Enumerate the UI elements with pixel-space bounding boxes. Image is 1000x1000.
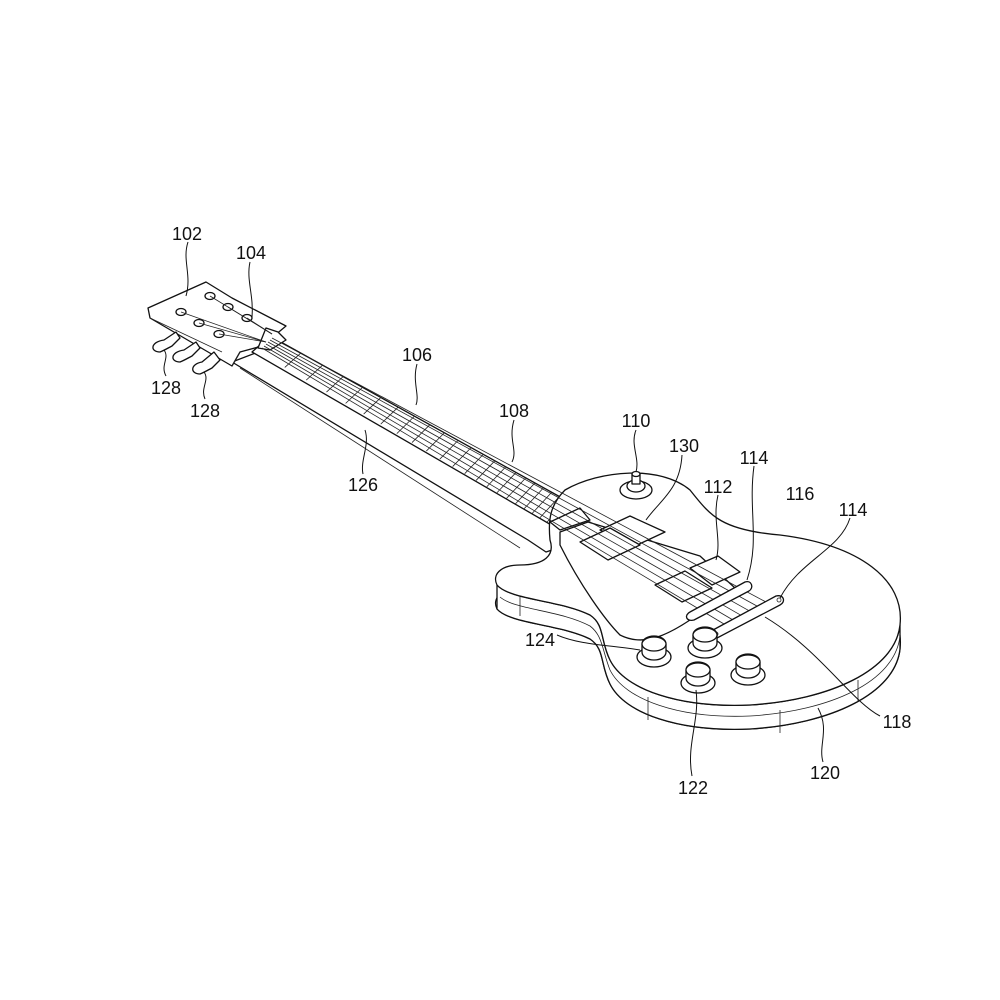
label-118: 118 <box>883 712 912 732</box>
knob <box>687 626 723 659</box>
bridge <box>685 581 753 621</box>
string <box>271 337 767 603</box>
string <box>265 343 741 616</box>
fret <box>515 482 536 505</box>
label-110: 110 <box>622 411 651 431</box>
label-124: 124 <box>525 630 555 650</box>
fret <box>464 453 484 474</box>
label-122: 122 <box>678 778 708 798</box>
fret <box>486 466 507 488</box>
label-126: 126 <box>348 475 378 495</box>
control-knobs <box>636 626 766 694</box>
label-106: 106 <box>402 345 432 365</box>
string-headstock-segment <box>218 333 267 343</box>
leader-lines <box>163 241 881 777</box>
label-112: 112 <box>704 477 733 497</box>
string-headstock-segment <box>246 317 273 335</box>
bridge-pickup <box>654 555 741 603</box>
reference-numerals: 102 104 106 108 110 130 114 112 116 114 … <box>151 224 911 798</box>
fret <box>363 397 382 415</box>
nut <box>257 327 287 351</box>
string-headstock-segment <box>180 311 267 343</box>
string <box>263 345 733 620</box>
knob <box>680 661 716 694</box>
label-102: 102 <box>172 224 202 244</box>
strings <box>180 295 767 625</box>
label-114b: 114 <box>839 500 868 520</box>
knob <box>730 653 766 686</box>
label-130: 130 <box>669 436 699 456</box>
string <box>261 347 725 625</box>
string <box>269 339 758 607</box>
fret <box>380 406 399 425</box>
fret <box>506 477 527 499</box>
fret <box>523 487 544 510</box>
label-116: 116 <box>786 484 815 504</box>
label-120: 120 <box>810 763 840 783</box>
label-114a: 114 <box>740 448 769 468</box>
fret <box>496 472 517 494</box>
string <box>267 341 750 612</box>
guitar-neck <box>231 351 561 553</box>
toggle-switch <box>619 470 653 500</box>
label-104: 104 <box>236 243 266 263</box>
fret <box>345 386 364 404</box>
fret <box>475 460 496 481</box>
string-headstock-segment <box>198 322 267 343</box>
tuner-keys <box>152 331 221 375</box>
label-128b: 128 <box>190 401 220 421</box>
knob <box>636 635 672 668</box>
fret <box>531 491 553 514</box>
label-108: 108 <box>499 401 529 421</box>
label-128a: 128 <box>151 378 181 398</box>
guitar-body-top <box>180 295 901 706</box>
